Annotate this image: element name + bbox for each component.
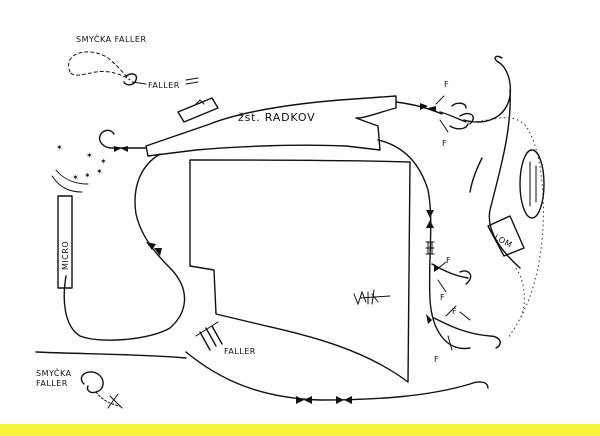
turnout-mid-right: F F [431,256,472,302]
svg-text:✶: ✶ [84,171,91,180]
label-lom: LOM [493,233,514,250]
track-right-inner [469,157,483,193]
trees-icon: ✶ ✶ ✶ ✶ ✶ ✶ [51,143,107,193]
track-station-east [395,101,443,115]
signal-arrow-4 [154,248,162,256]
signal-arrow-1 [420,103,428,110]
label-faller-top: FALLER [148,81,180,90]
signal-arrow-2 [428,106,436,112]
quarry-lom: LOM [487,215,525,257]
signal-arrow-10 [304,396,312,404]
label-f6: F [434,355,439,364]
track-west-stub [98,129,147,149]
signal-arrow-6 [120,146,128,152]
scribble-mark: VGF [353,289,404,306]
svg-text:✶: ✶ [96,167,103,176]
track-bottom-left [35,351,187,359]
label-faller-bottom: FALLER [224,347,256,356]
label-f4: F [440,293,445,302]
label-f3: F [446,256,451,265]
svg-text:✶: ✶ [86,151,93,160]
turnout-lower-right: F F [426,305,501,364]
signal-arrow-8 [426,220,434,228]
signal-arrow-11 [336,396,344,404]
label-f5: F [452,307,457,316]
svg-text:✶: ✶ [56,143,63,152]
svg-text:✶: ✶ [72,173,79,182]
track-east-curve [463,61,512,123]
label-scribble: VGF [400,299,404,301]
oval-feature [519,149,545,219]
highlight-strip [0,424,600,436]
signal-arrow-3 [146,242,156,250]
signal-arrow-5 [114,146,122,152]
station-building-icon [177,97,219,123]
micro-block: MICRO [57,195,73,289]
track-right-long [488,89,521,269]
signal-arrow-12 [344,396,352,404]
signal-arrow-7 [426,210,434,218]
track-west-loop [63,153,186,341]
track-inner-right [377,139,471,350]
dotted-path-upper [467,117,544,339]
label-micro: MICRO [61,241,70,270]
station-radkov: žst. RADKOV [145,95,397,157]
inner-area-outline [189,159,411,383]
faller-stubs-bottom: FALLER [195,321,256,356]
label-loop-bottom-1: SMYČKA [36,367,72,378]
track-bottom [185,351,489,401]
track-east-end [494,55,503,63]
label-f2: F [442,139,447,148]
loop-faller-top: SMYČKA FALLER FALLER [68,33,199,90]
label-station: žst. RADKOV [238,111,315,124]
svg-text:✶: ✶ [100,157,107,166]
ladder-marker [425,241,435,255]
label-loop-bottom-2: FALLER [36,379,68,388]
loop-faller-bottom: SMYČKA FALLER [36,367,123,409]
signal-arrow-9 [296,396,304,404]
label-loop-top: SMYČKA FALLER [76,33,147,44]
label-f1: F [444,80,449,89]
